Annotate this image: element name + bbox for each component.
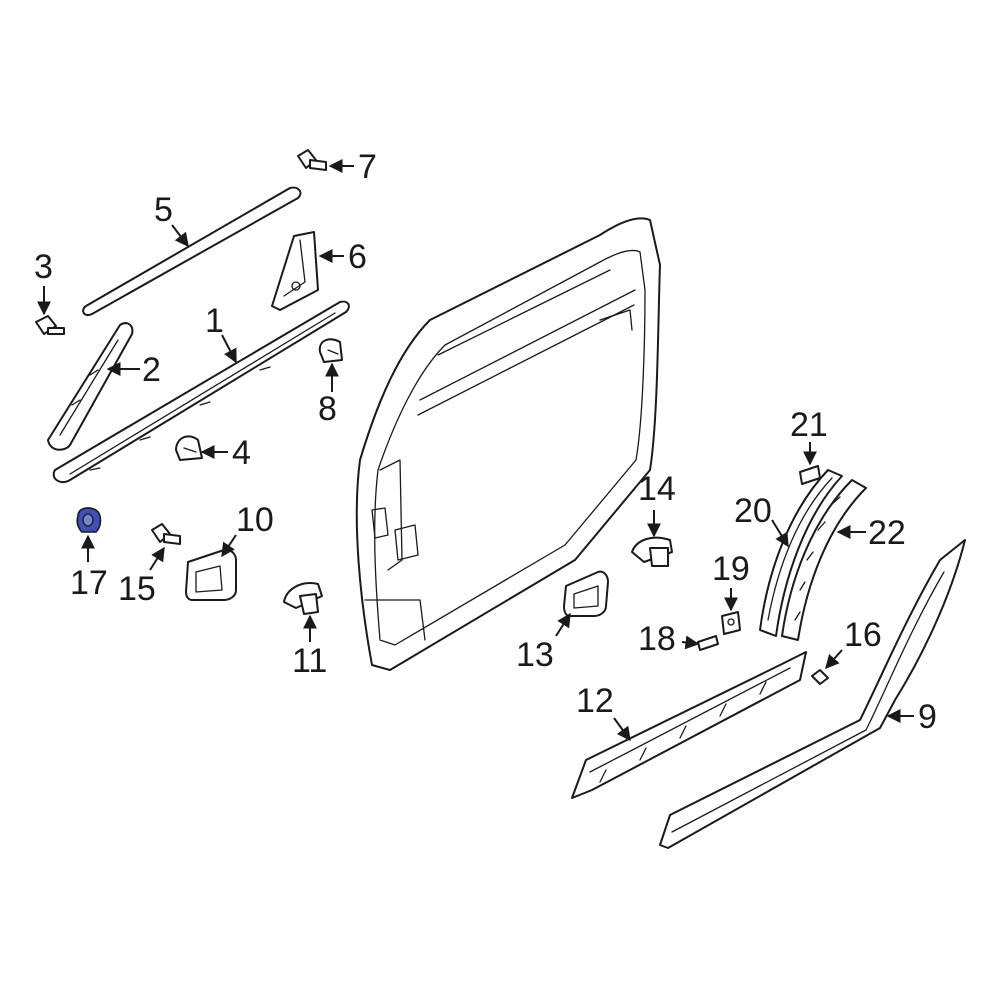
callout-5: 5 xyxy=(154,191,189,248)
callout-number-18: 18 xyxy=(638,620,676,658)
callout-number-20: 20 xyxy=(734,492,772,530)
part-7-screw xyxy=(297,149,327,171)
callout-1: 1 xyxy=(205,302,237,364)
callout-number-7: 7 xyxy=(358,148,377,186)
rear-door-shell xyxy=(355,217,661,671)
part-6-corner-bracket xyxy=(271,231,319,311)
callout-number-17: 17 xyxy=(70,564,108,602)
callout-number-10: 10 xyxy=(236,501,274,539)
callout-number-11: 11 xyxy=(292,642,327,680)
callout-7: 7 xyxy=(328,148,377,186)
callout-19: 19 xyxy=(712,550,750,612)
part-14-clip-fastener xyxy=(631,536,673,567)
callout-18: 18 xyxy=(638,620,700,658)
callout-number-16: 16 xyxy=(844,616,882,654)
part-21-small-block xyxy=(799,465,821,485)
part-15-screw xyxy=(151,523,181,545)
callout-10: 10 xyxy=(221,501,274,558)
part-1-belt-moulding xyxy=(52,300,350,484)
callout-number-1: 1 xyxy=(205,302,224,340)
callout-15: 15 xyxy=(118,546,165,608)
part-22-arch-moulding-slotted xyxy=(781,479,867,641)
part-18-small-pad xyxy=(697,635,719,651)
callout-20: 20 xyxy=(734,492,789,548)
part-20-arch-moulding xyxy=(759,469,843,637)
callout-number-15: 15 xyxy=(118,570,156,608)
callout-21: 21 xyxy=(790,406,828,466)
callout-number-3: 3 xyxy=(34,248,53,286)
part-13-cover-plate xyxy=(563,570,609,617)
part-4-clip xyxy=(175,435,203,461)
callout-6: 6 xyxy=(318,238,367,276)
part-5-upper-moulding xyxy=(82,186,302,316)
callout-number-19: 19 xyxy=(712,550,750,588)
callout-4: 4 xyxy=(200,434,251,472)
part-10-cover-plate xyxy=(185,548,237,601)
callout-number-5: 5 xyxy=(154,191,173,229)
part-3-screw xyxy=(35,315,65,335)
callout-14: 14 xyxy=(638,470,676,538)
callout-11: 11 xyxy=(292,614,327,680)
callout-3: 3 xyxy=(34,248,53,316)
part-2-pillar-garnish xyxy=(47,322,134,451)
part-17-grommet[interactable] xyxy=(76,507,102,533)
callout-number-21: 21 xyxy=(790,406,828,444)
callout-9: 9 xyxy=(886,698,937,736)
callout-number-22: 22 xyxy=(868,514,906,552)
callout-number-14: 14 xyxy=(638,470,676,508)
callout-number-2: 2 xyxy=(142,351,161,389)
callout-13: 13 xyxy=(516,612,571,674)
callout-number-9: 9 xyxy=(918,698,937,736)
part-16-small-clip xyxy=(811,669,829,685)
callout-number-12: 12 xyxy=(576,682,614,720)
callout-number-4: 4 xyxy=(232,434,251,472)
callout-17: 17 xyxy=(70,534,108,602)
part-8-clip xyxy=(318,338,343,363)
callout-number-13: 13 xyxy=(516,636,554,674)
callout-16: 16 xyxy=(825,616,882,670)
part-12-sill-garnish xyxy=(571,651,807,799)
part-9-rocker-moulding xyxy=(659,539,966,849)
callout-number-8: 8 xyxy=(318,390,337,428)
part-19-small-plate xyxy=(721,611,741,635)
callout-8: 8 xyxy=(318,362,339,428)
callout-12: 12 xyxy=(576,682,631,742)
callout-2: 2 xyxy=(106,351,161,389)
part-11-clip-fastener xyxy=(283,582,323,615)
callout-number-6: 6 xyxy=(348,238,367,276)
callout-22: 22 xyxy=(836,514,906,552)
